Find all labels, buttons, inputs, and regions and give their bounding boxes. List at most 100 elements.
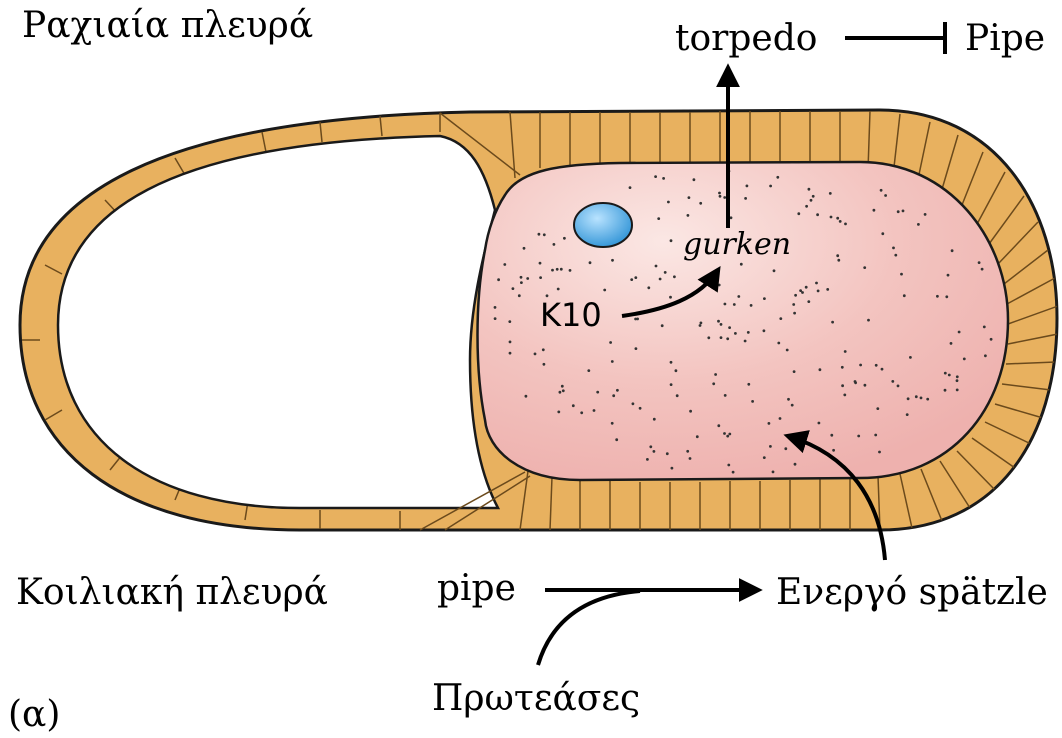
speckle-dot [634, 318, 637, 321]
speckle-dot [670, 361, 673, 364]
speckle-dot [878, 451, 881, 454]
speckle-dot [508, 320, 511, 323]
speckle-dot [551, 269, 554, 272]
speckle-dot [699, 202, 702, 205]
speckle-dot [915, 395, 918, 398]
speckle-dot [717, 320, 720, 323]
speckle-dot [777, 342, 780, 345]
speckle-dot [647, 286, 650, 289]
speckle-dot [948, 374, 951, 377]
speckle-dot [655, 265, 658, 268]
speckle-dot [693, 178, 696, 181]
speckle-dot [718, 284, 721, 287]
speckle-dot [859, 364, 862, 367]
speckle-dot [732, 471, 735, 474]
speckle-dot [807, 300, 810, 303]
speckle-dot [526, 277, 529, 280]
speckle-dot [719, 195, 722, 198]
speckle-dot [667, 201, 670, 204]
speckle-dot [723, 196, 726, 199]
speckle-dot [897, 210, 900, 213]
speckle-dot [984, 354, 987, 357]
speckle-dot [689, 410, 692, 413]
speckle-dot [779, 417, 782, 420]
speckle-dot [700, 322, 703, 325]
active-spatzle-label: Ενεργό spätzle [776, 572, 1048, 613]
speckle-dot [726, 435, 729, 438]
speckle-dot [956, 379, 959, 382]
speckle-dot [669, 296, 672, 299]
speckle-dot [733, 303, 736, 306]
speckle-dot [572, 404, 575, 407]
speckle-dot [671, 467, 674, 470]
speckle-dot [839, 220, 842, 223]
speckle-dot [629, 186, 632, 189]
speckle-dot [561, 385, 564, 388]
pipe-gene-label: pipe [437, 568, 516, 609]
speckle-dot [657, 217, 660, 220]
speckle-dot [769, 185, 772, 188]
oocyte-nucleus [574, 203, 632, 247]
speckle-dot [654, 175, 657, 178]
speckle-dot [897, 385, 900, 388]
speckle-dot [907, 397, 910, 400]
speckle-dot [773, 269, 776, 272]
speckle-dot [818, 422, 821, 425]
speckle-dot [815, 282, 818, 285]
k10-label: K10 [540, 296, 602, 334]
speckle-dot [875, 364, 878, 367]
speckle-dot [947, 274, 950, 277]
speckle-dot [718, 192, 721, 195]
speckle-dot [836, 217, 839, 220]
speckle-dot [830, 216, 833, 219]
speckle-dot [639, 407, 642, 410]
speckle-dot [799, 289, 802, 292]
speckle-dot [587, 369, 590, 372]
speckle-dot [670, 239, 673, 242]
speckle-dot [675, 369, 678, 372]
speckle-dot [841, 384, 844, 387]
speckle-dot [830, 434, 833, 437]
speckle-dot [730, 216, 733, 219]
speckle-dot [763, 297, 766, 300]
speckle-dot [497, 278, 500, 281]
speckle-dot [857, 435, 860, 438]
speckle-dot [720, 323, 723, 326]
speckle-dot [699, 324, 702, 327]
speckle-dot [816, 213, 819, 216]
speckle-dot [819, 368, 822, 371]
speckle-dot [983, 326, 986, 329]
speckle-dot [786, 349, 789, 352]
speckle-dot [661, 324, 664, 327]
speckle-dot [863, 266, 866, 269]
ventral-side-label: Κοιλιακή πλευρά [16, 572, 328, 613]
speckle-dot [596, 391, 599, 394]
speckle-dot [981, 268, 984, 271]
speckle-dot [794, 463, 797, 466]
speckle-dot [728, 433, 731, 436]
speckle-dot [646, 458, 649, 461]
speckle-dot [793, 370, 796, 373]
speckle-dot [635, 347, 638, 350]
speckle-dot [609, 341, 612, 344]
speckle-dot [763, 329, 766, 332]
speckle-dot [580, 411, 583, 414]
speckle-dot [884, 194, 887, 197]
speckle-dot [924, 213, 927, 216]
speckle-dot [509, 341, 512, 344]
speckle-dot [797, 212, 800, 215]
proteases-label: Πρωτεάσες [432, 678, 640, 719]
speckle-dot [817, 290, 820, 293]
speckle-dot [714, 373, 717, 376]
speckle-dot [659, 278, 662, 281]
speckle-dot [950, 342, 953, 345]
proteases-arrow [538, 591, 640, 665]
pipe-protein-label: Pipe [965, 18, 1045, 59]
speckle-dot [844, 350, 847, 353]
speckle-dot [808, 188, 811, 191]
speckle-dot [751, 400, 754, 403]
speckle-dot [945, 295, 948, 298]
speckle-dot [837, 259, 840, 262]
speckle-dot [917, 223, 920, 226]
speckle-dot [944, 389, 947, 392]
